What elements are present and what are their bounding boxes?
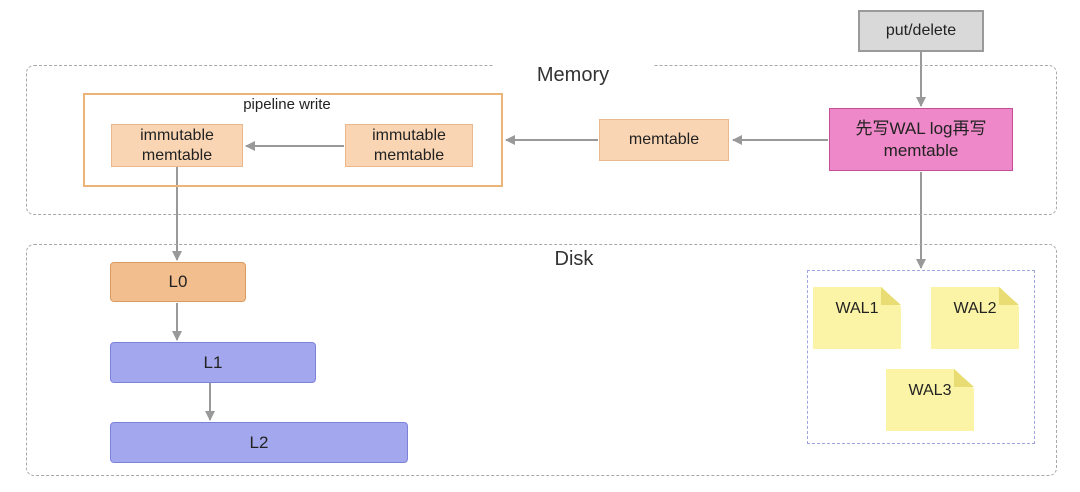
wal-file-3-label: WAL3 xyxy=(908,382,952,399)
immutable-memtable-right: immutable memtable xyxy=(345,124,473,167)
wal-file-1-label: WAL1 xyxy=(835,300,879,317)
wal-files-area xyxy=(807,270,1035,444)
put-delete-box: put/delete xyxy=(858,10,984,52)
write-wal-line-2: memtable xyxy=(883,140,959,160)
write-wal-line-1: 先写WAL log再写 xyxy=(855,118,987,138)
write-wal-then-memtable-box: 先写WAL log再写 memtable xyxy=(829,108,1013,171)
immutable-right-line-1: immutable xyxy=(372,126,446,144)
level-l0: L0 xyxy=(110,262,246,302)
immutable-left-line-1: immutable xyxy=(140,126,214,144)
immutable-left-line-2: memtable xyxy=(141,146,213,164)
pipeline-write-label: pipeline write xyxy=(243,96,331,113)
disk-region xyxy=(26,244,1057,476)
wal-file-3: WAL3 xyxy=(886,369,974,431)
disk-region-title: Disk xyxy=(494,248,654,271)
immutable-right-line-2: memtable xyxy=(373,146,445,164)
memory-region-title: Memory xyxy=(493,64,653,87)
memtable-box: memtable xyxy=(599,119,729,161)
immutable-memtable-left: immutable memtable xyxy=(111,124,243,167)
level-l1: L1 xyxy=(110,342,316,383)
pipeline-write-container xyxy=(83,93,503,187)
wal-file-2-label: WAL2 xyxy=(953,300,997,317)
level-l2: L2 xyxy=(110,422,408,463)
